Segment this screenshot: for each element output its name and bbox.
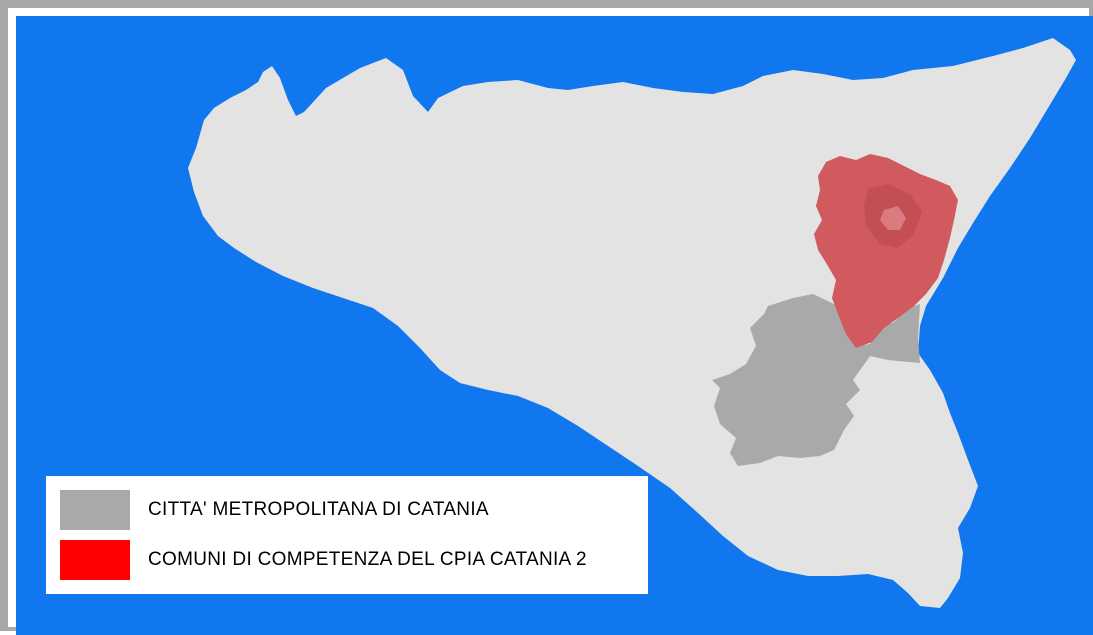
legend-label-cpia: COMUNI DI COMPETENZA DEL CPIA CATANIA 2 [148, 549, 587, 570]
metro-catania-area [712, 294, 920, 466]
cpia-catania-2-area [814, 154, 958, 348]
etna-summit-shading [880, 206, 906, 230]
legend-label-metro: CITTA' METROPOLITANA DI CATANIA [148, 499, 489, 520]
legend-swatch-grey [60, 490, 130, 530]
legend-item-cpia: COMUNI DI COMPETENZA DEL CPIA CATANIA 2 [60, 540, 587, 580]
legend-item-metro: CITTA' METROPOLITANA DI CATANIA [60, 490, 489, 530]
map-legend: CITTA' METROPOLITANA DI CATANIA COMUNI D… [46, 476, 648, 594]
legend-swatch-red [60, 540, 130, 580]
